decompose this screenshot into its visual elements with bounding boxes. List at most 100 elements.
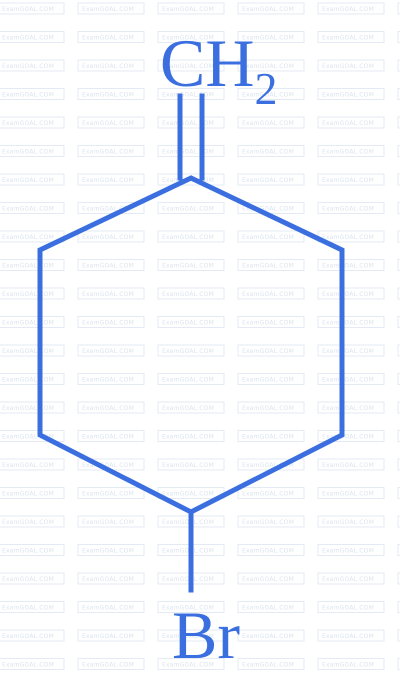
watermark-box (317, 2, 385, 15)
watermark-text: ExamGOAL.COM (162, 519, 214, 526)
watermark-box (0, 287, 65, 300)
watermark-box (397, 601, 400, 613)
watermark-text: ExamGOAL.COM (322, 35, 374, 42)
watermark-box (317, 88, 385, 100)
watermark-text: ExamGOAL.COM (2, 548, 54, 555)
watermark-box (77, 173, 145, 186)
watermark-box (157, 59, 225, 72)
watermark-box (317, 373, 385, 385)
watermark-box (77, 629, 145, 642)
watermark-text: ExamGOAL.COM (242, 491, 294, 498)
watermark-box (237, 629, 305, 642)
watermark-text: ExamGOAL.COM (82, 263, 134, 270)
watermark-box (317, 458, 385, 471)
watermark-text: ExamGOAL.COM (82, 662, 134, 669)
watermark-text: ExamGOAL.COM (2, 234, 54, 241)
watermark-box (77, 31, 145, 43)
watermark-text: ExamGOAL.COM (82, 6, 134, 13)
watermark-box (77, 230, 145, 243)
watermark-box (317, 658, 385, 670)
watermark-text: ExamGOAL.COM (162, 405, 214, 412)
watermark-box (397, 31, 400, 43)
watermark-box (77, 116, 145, 129)
watermark-box (317, 259, 385, 271)
watermark-box (397, 487, 400, 499)
watermark-text: ExamGOAL.COM (2, 206, 54, 213)
watermark-text: ExamGOAL.COM (2, 662, 54, 669)
bromine-label: Br (172, 597, 240, 673)
watermark-box (397, 344, 400, 357)
watermark-text: ExamGOAL.COM (322, 348, 374, 355)
watermark-text: ExamGOAL.COM (82, 576, 134, 583)
watermark-box (157, 202, 225, 214)
watermark-box (0, 544, 65, 556)
watermark-text: ExamGOAL.COM (242, 605, 294, 612)
watermark-box (397, 629, 400, 642)
watermark-text: ExamGOAL.COM (162, 63, 214, 70)
watermark-box (157, 259, 225, 271)
watermark-box (317, 316, 385, 328)
watermark-box (317, 116, 385, 129)
watermark-text: ExamGOAL.COM (82, 377, 134, 384)
watermark-box (237, 430, 305, 442)
watermark-text: ExamGOAL.COM (322, 177, 374, 184)
watermark-text: ExamGOAL.COM (162, 576, 214, 583)
watermark-text: ExamGOAL.COM (242, 149, 294, 156)
watermark-box (77, 515, 145, 528)
watermark-box (397, 430, 400, 442)
watermark-box (0, 259, 65, 271)
watermark-text: ExamGOAL.COM (322, 206, 374, 213)
watermark-text: ExamGOAL.COM (242, 519, 294, 526)
watermark-box (237, 515, 305, 528)
watermark-box (0, 401, 65, 414)
watermark-box (0, 373, 65, 385)
watermark-text: ExamGOAL.COM (162, 263, 214, 270)
watermark-box (397, 145, 400, 157)
watermark-box (157, 601, 225, 613)
watermark-box (157, 430, 225, 442)
watermark-text: ExamGOAL.COM (322, 63, 374, 70)
watermark-text: ExamGOAL.COM (242, 405, 294, 412)
watermark-box (0, 59, 65, 72)
watermark-text: ExamGOAL.COM (82, 320, 134, 327)
watermark-text: ExamGOAL.COM (242, 63, 294, 70)
watermark-box (77, 544, 145, 556)
watermark-box (237, 259, 305, 271)
watermark-text: ExamGOAL.COM (322, 548, 374, 555)
watermark-box (77, 373, 145, 385)
watermark-text: ExamGOAL.COM (2, 605, 54, 612)
watermark-text: ExamGOAL.COM (162, 92, 214, 99)
watermark-text: ExamGOAL.COM (242, 35, 294, 42)
watermark-text: ExamGOAL.COM (242, 92, 294, 99)
watermark-box (77, 59, 145, 72)
watermark-text: ExamGOAL.COM (2, 434, 54, 441)
watermark-box (77, 316, 145, 328)
watermark-box (157, 145, 225, 157)
watermark-box (157, 458, 225, 471)
watermark-text: ExamGOAL.COM (322, 120, 374, 127)
watermark-box (157, 401, 225, 414)
watermark-text: ExamGOAL.COM (82, 177, 134, 184)
watermark-text: ExamGOAL.COM (322, 576, 374, 583)
watermark-box (77, 2, 145, 15)
ch2-subscript: 2 (254, 63, 277, 114)
watermark-text: ExamGOAL.COM (82, 605, 134, 612)
watermark-box (397, 116, 400, 129)
watermark-text: ExamGOAL.COM (162, 605, 214, 612)
watermark-box (77, 344, 145, 357)
watermark-text: ExamGOAL.COM (242, 434, 294, 441)
watermark-box (0, 515, 65, 528)
watermark-box (237, 59, 305, 72)
watermark-box (397, 572, 400, 585)
watermark-text: ExamGOAL.COM (162, 491, 214, 498)
watermark-box (317, 487, 385, 499)
watermark-box (317, 287, 385, 300)
watermark-box (77, 287, 145, 300)
watermark-text: ExamGOAL.COM (322, 405, 374, 412)
watermark-box (317, 629, 385, 642)
watermark-text: ExamGOAL.COM (322, 434, 374, 441)
watermark-box (237, 230, 305, 243)
watermark-box (237, 287, 305, 300)
watermark-box (397, 658, 400, 670)
